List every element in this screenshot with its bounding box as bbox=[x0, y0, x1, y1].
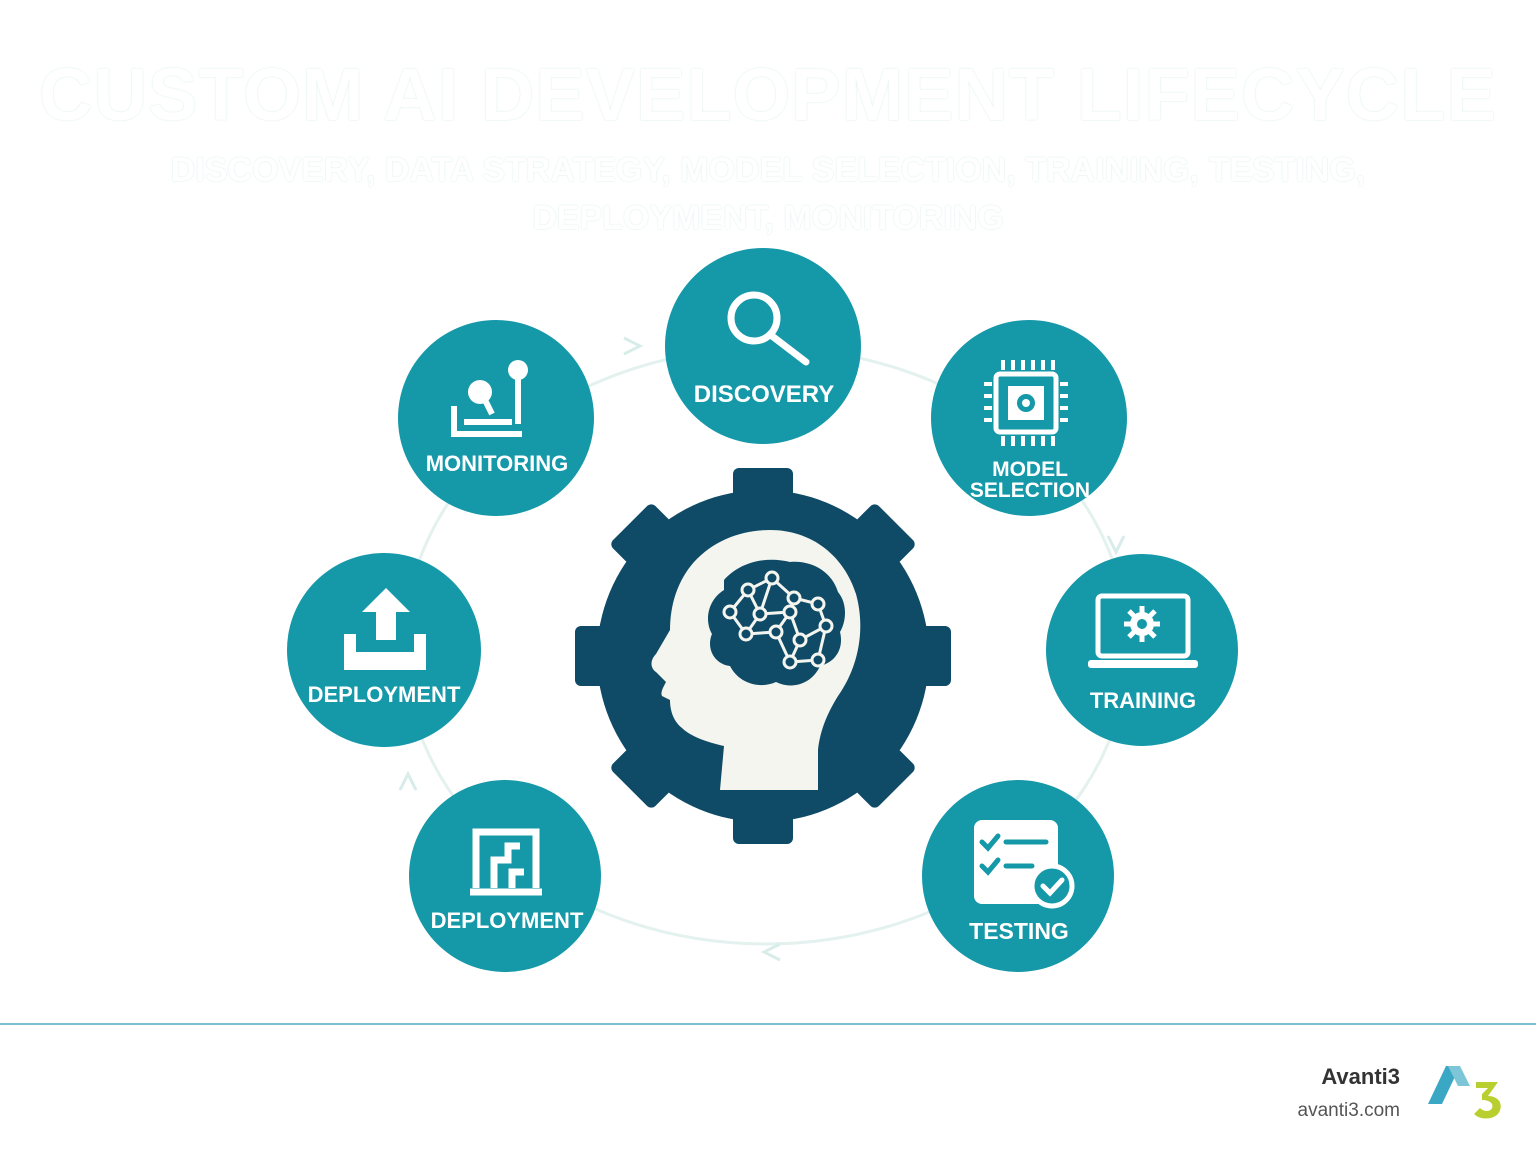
step-label-deployment-bottom: DEPLOYMENT bbox=[431, 908, 584, 933]
upload-icon bbox=[344, 588, 426, 670]
structure-icon bbox=[470, 828, 542, 896]
search-icon bbox=[727, 291, 810, 366]
footer-divider bbox=[0, 1023, 1536, 1025]
step-deployment-left[interactable]: DEPLOYMENT bbox=[287, 553, 481, 747]
brain-icon bbox=[708, 559, 845, 686]
monitoring-icon bbox=[451, 360, 528, 437]
step-monitoring[interactable]: MONITORING bbox=[398, 320, 594, 516]
brand-name: Avanti3 bbox=[1321, 1064, 1400, 1089]
laptop-icon bbox=[1088, 593, 1198, 668]
step-label-training: TRAINING bbox=[1090, 688, 1196, 713]
step-training[interactable]: TRAINING bbox=[1046, 554, 1238, 746]
step-discovery[interactable]: DISCOVERY bbox=[665, 248, 861, 444]
avanti3-logo bbox=[1428, 1066, 1501, 1119]
step-label-deployment-left: DEPLOYMENT bbox=[308, 682, 461, 707]
page-title: CUSTOM AI DEVELOPMENT LIFECYCLE bbox=[39, 53, 1497, 136]
step-model-selection[interactable]: MODEL SELECTION bbox=[931, 320, 1127, 516]
step-label-selection: SELECTION bbox=[970, 479, 1090, 502]
cycle-arrow-right bbox=[1106, 535, 1126, 556]
cycle-arrow-top bbox=[623, 336, 644, 356]
cycle-arrow-bottom bbox=[760, 942, 781, 962]
subtitle-line-1: DISCOVERY, DATA STRATEGY, MODEL SELECTIO… bbox=[170, 151, 1366, 189]
step-label-monitoring: MONITORING bbox=[426, 451, 569, 476]
subtitle-line-2: DEPLOYMENT, MONITORING bbox=[532, 199, 1004, 237]
step-label-testing: TESTING bbox=[969, 918, 1069, 944]
checklist-icon bbox=[974, 820, 1075, 909]
step-label-model: MODEL bbox=[992, 458, 1068, 481]
page-subtitle: DISCOVERY, DATA STRATEGY, MODEL SELECTIO… bbox=[110, 146, 1426, 242]
chip-icon bbox=[984, 360, 1068, 446]
step-testing[interactable]: TESTING bbox=[922, 780, 1114, 972]
step-label-discovery: DISCOVERY bbox=[694, 381, 834, 408]
step-deployment-bottom[interactable]: DEPLOYMENT bbox=[409, 780, 601, 972]
brand-url[interactable]: avanti3.com bbox=[1297, 1100, 1400, 1121]
cycle-arrow-left bbox=[398, 770, 418, 791]
